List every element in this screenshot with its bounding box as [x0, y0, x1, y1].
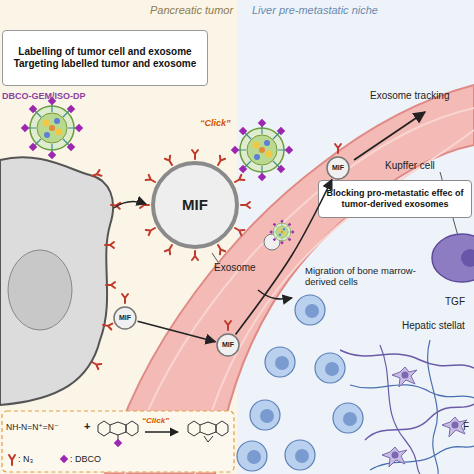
- azide-symbol: [9, 455, 15, 465]
- dbco-symbol: [60, 455, 68, 463]
- cargo-label: MIF: [332, 164, 344, 173]
- reaction-box: [2, 411, 234, 472]
- box-text: Labelling of tumor cell and exosome: [18, 46, 191, 59]
- text-label: Migration of bone marrow-derived cells: [305, 266, 423, 288]
- receptor-symbols: [91, 144, 342, 369]
- flow-arrow: [236, 179, 332, 334]
- exosome-circle: MIF: [112, 305, 138, 331]
- cargo-label: MIF: [119, 314, 131, 323]
- stellate-cells: [382, 367, 467, 467]
- legend-text: : N₃: [18, 454, 33, 464]
- reaction-arrow: [145, 431, 178, 432]
- bound-exosome: [264, 220, 294, 250]
- text-holder: MIF: [325, 155, 351, 181]
- text-label: TGF: [445, 296, 465, 308]
- secretion-arrow: [114, 201, 146, 208]
- legend-entry: : DBCO: [58, 452, 101, 466]
- tracking-arrow: [354, 112, 425, 160]
- text-label: Exosome tracking: [370, 90, 449, 102]
- tumor-nucleus: [8, 250, 72, 330]
- text-label: Hepatic stellat: [402, 320, 465, 332]
- text-holder: MIF: [151, 161, 239, 249]
- legend-text: : DBCO: [70, 454, 101, 464]
- bone-marrow-cells: [237, 295, 363, 471]
- exosome-circle: MIF: [325, 155, 351, 181]
- text-label: Exosome: [214, 262, 256, 274]
- box-text: Targeting labelled tumor and exosome: [14, 58, 197, 71]
- exosome-circle: MIF: [151, 161, 239, 249]
- migration-arrow: [258, 290, 292, 299]
- fibrous-matrix: [340, 340, 474, 474]
- text-label: NH-N=N⁺=N⁻: [6, 423, 58, 433]
- text-holder: Blocking pro-metastatic effec of tumor-d…: [319, 181, 471, 217]
- exosome-circle: MIF: [215, 332, 241, 358]
- node-outline: [327, 157, 349, 179]
- text-holder: Labelling of tumor cell and exosomeTarge…: [3, 31, 207, 85]
- legend-sample: [6, 452, 18, 466]
- step-box: Labelling of tumor cell and exosomeTarge…: [2, 30, 208, 86]
- cargo-label: MIF: [222, 341, 234, 350]
- nanoparticle: [21, 97, 83, 159]
- text-label: Pancreatic tumor: [150, 4, 233, 17]
- node-outline: [114, 307, 136, 329]
- callout-box: Blocking pro-metastatic effec of tumor-d…: [318, 180, 472, 218]
- liver-panel: [237, 0, 474, 474]
- text-label: DBCO-GEM/ISO-DP: [2, 91, 86, 101]
- cargo-label: MIF: [182, 196, 208, 215]
- text-label: “Click”: [200, 118, 231, 128]
- text-label: +: [84, 420, 90, 433]
- text-label: Kupffer cell: [385, 160, 435, 172]
- text-label: F: [463, 421, 469, 433]
- node-outline: [153, 163, 237, 247]
- nanoparticle: [231, 119, 293, 181]
- node-outline: [217, 334, 239, 356]
- tumor-cell: [0, 157, 113, 405]
- text-holder: MIF: [112, 305, 138, 331]
- kupffer-cell: [432, 234, 474, 282]
- flow-arrow: [138, 321, 216, 341]
- text-label: “Click”: [142, 416, 169, 425]
- legend-entry: : N₃: [6, 452, 33, 466]
- box-text: Blocking pro-metastatic effec of tumor-d…: [323, 188, 467, 211]
- legend-sample: [58, 452, 70, 466]
- kupffer-nucleus: [461, 249, 474, 267]
- leader-line: [212, 253, 218, 262]
- dbco-symbol: [114, 439, 122, 447]
- text-holder: MIF: [215, 332, 241, 358]
- vessel-line: [195, 130, 474, 474]
- text-label: Liver pre-metastatic niche: [252, 4, 378, 17]
